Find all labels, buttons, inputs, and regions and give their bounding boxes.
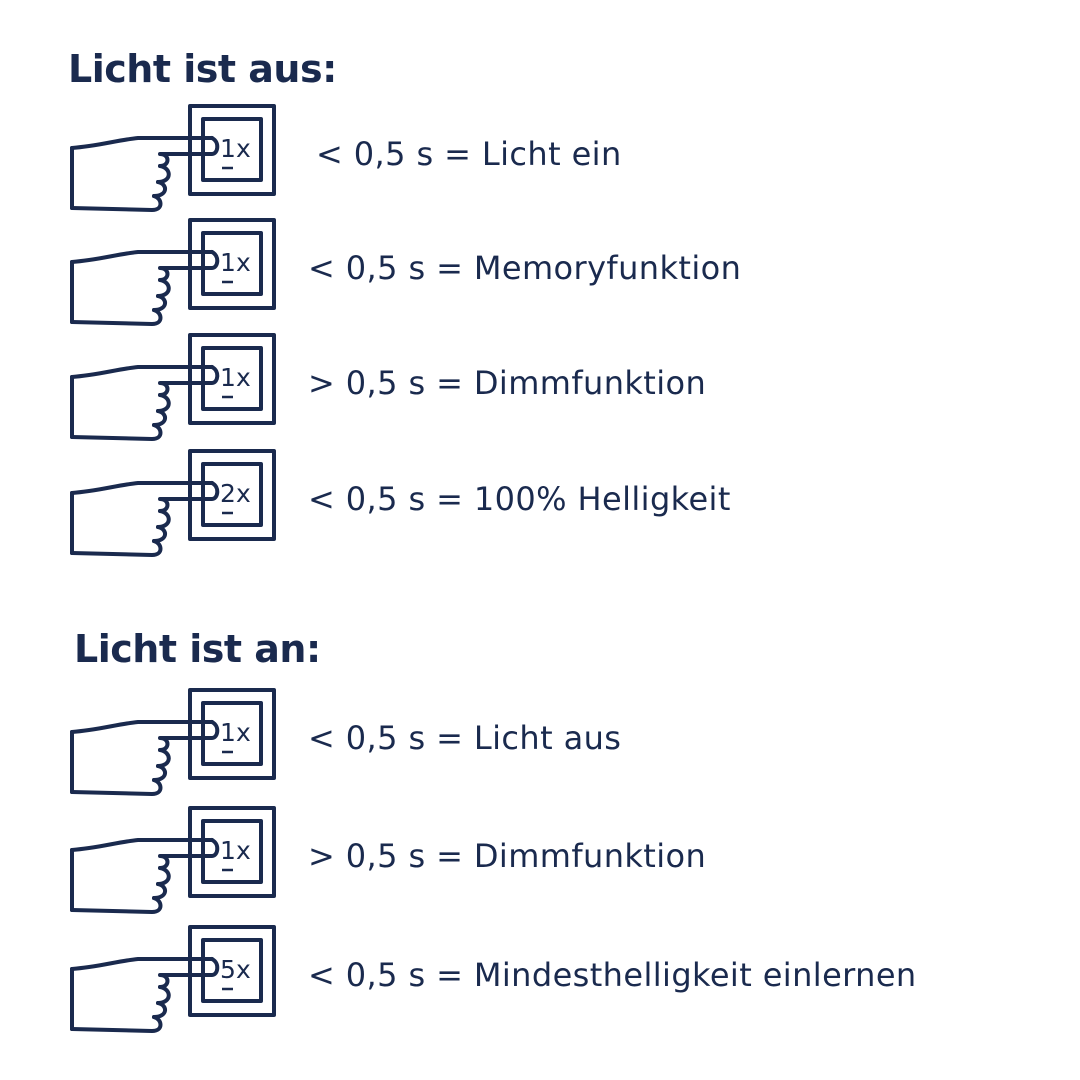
press-count: 5 (220, 955, 236, 984)
hand-pressing-switch-icon: 2 x (70, 449, 276, 557)
instruction-text: > 0,5 s = Dimmfunktion (308, 364, 707, 402)
press-unit: x (236, 955, 251, 984)
instruction-text: < 0,5 s = Mindesthelligkeit einlernen (308, 956, 917, 994)
press-unit: x (236, 718, 251, 747)
section-title-light-on: Licht ist an: (74, 627, 321, 671)
press-count: 1 (220, 836, 236, 865)
hand-pressing-switch-icon: 1 x (70, 688, 276, 796)
press-count: 1 (220, 718, 236, 747)
instruction-row: 1 x < 0,5 s = Licht aus (0, 688, 1080, 798)
instruction-text: > 0,5 s = Dimmfunktion (308, 837, 707, 875)
instruction-text: < 0,5 s = 100% Helligkeit (308, 480, 731, 518)
press-unit: x (236, 134, 251, 163)
press-count: 1 (220, 134, 236, 163)
instruction-text: < 0,5 s = Licht aus (308, 719, 622, 757)
press-unit: x (236, 248, 251, 277)
instruction-row: 1 x > 0,5 s = Dimmfunktion (0, 806, 1080, 916)
instruction-row: 1 x < 0,5 s = Licht ein (0, 104, 1080, 214)
instruction-row: 5 x < 0,5 s = Mindesthelligkeit einlerne… (0, 925, 1080, 1035)
press-count: 1 (220, 248, 236, 277)
instruction-text: < 0,5 s = Licht ein (316, 135, 622, 173)
hand-pressing-switch-icon: 1 x (70, 806, 276, 914)
hand-pressing-switch-icon: 1 x (70, 104, 276, 212)
instruction-row: 2 x < 0,5 s = 100% Helligkeit (0, 449, 1080, 559)
instruction-text: < 0,5 s = Memoryfunktion (308, 249, 742, 287)
hand-pressing-switch-icon: 1 x (70, 333, 276, 441)
press-count: 2 (220, 479, 236, 508)
press-count: 1 (220, 363, 236, 392)
section-title-light-off: Licht ist aus: (68, 47, 337, 91)
press-unit: x (236, 836, 251, 865)
instruction-row: 1 x > 0,5 s = Dimmfunktion (0, 333, 1080, 443)
hand-pressing-switch-icon: 1 x (70, 218, 276, 326)
instruction-row: 1 x < 0,5 s = Memoryfunktion (0, 218, 1080, 328)
hand-pressing-switch-icon: 5 x (70, 925, 276, 1033)
press-unit: x (236, 479, 251, 508)
press-unit: x (236, 363, 251, 392)
